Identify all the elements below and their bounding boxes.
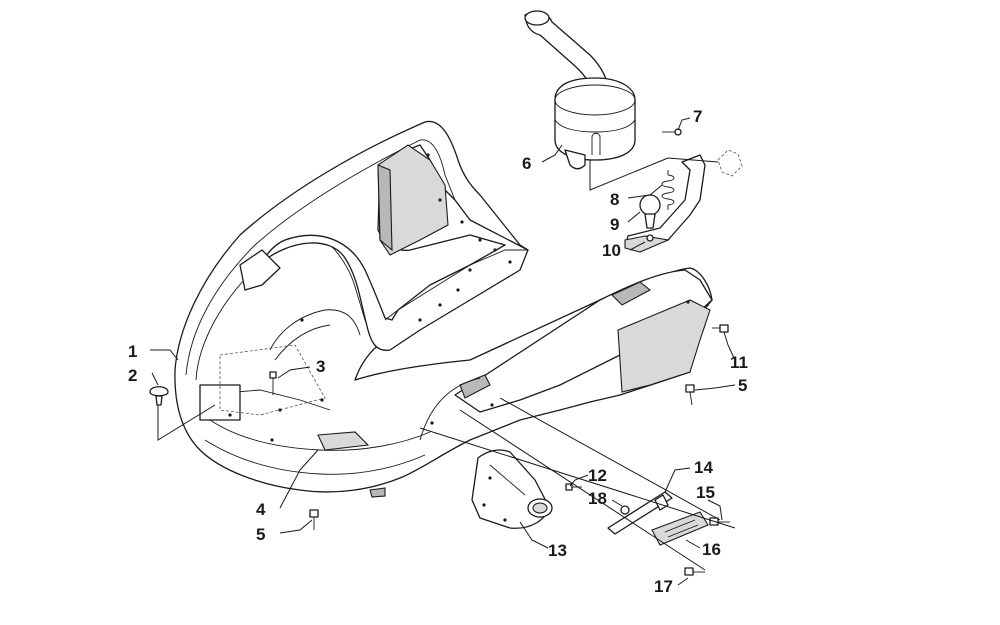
- callout-15: 15: [696, 483, 715, 502]
- callout-6: 6: [522, 154, 531, 173]
- callout-7: 7: [693, 107, 702, 126]
- screw-11: [712, 324, 729, 333]
- screw-5-lower: [309, 509, 319, 530]
- bushing-18: [620, 505, 630, 515]
- callout-16: 16: [702, 540, 721, 559]
- callout-13: 13: [548, 541, 567, 560]
- pedal-pad: [651, 511, 709, 546]
- callout-5-lower: 5: [256, 525, 265, 544]
- screw-3: [269, 371, 277, 395]
- callout-5-right: 5: [738, 376, 747, 395]
- callout-1: 1: [128, 342, 137, 361]
- muffler: [524, 10, 636, 170]
- callout-17: 17: [654, 577, 673, 596]
- callout-12: 12: [588, 466, 607, 485]
- bolt-17: [684, 567, 705, 576]
- grommet: [639, 194, 661, 229]
- callout-9: 9: [610, 215, 619, 234]
- screw-5-right: [685, 384, 695, 406]
- callout-3: 3: [316, 357, 325, 376]
- callout-18: 18: [588, 489, 607, 508]
- callout-2: 2: [128, 366, 137, 385]
- callout-leaders: [150, 117, 736, 586]
- callout-8: 8: [610, 190, 619, 209]
- callout-14: 14: [694, 458, 713, 477]
- belly-pan: [174, 120, 713, 498]
- callout-10: 10: [602, 241, 621, 260]
- callout-11: 11: [730, 353, 748, 372]
- spring: [661, 170, 675, 210]
- rivet-7: [662, 128, 743, 177]
- hanger-bracket: [624, 154, 706, 253]
- push-rivet-2: [149, 386, 169, 406]
- callout-4: 4: [256, 500, 266, 519]
- pedal-base-plate: [471, 449, 553, 529]
